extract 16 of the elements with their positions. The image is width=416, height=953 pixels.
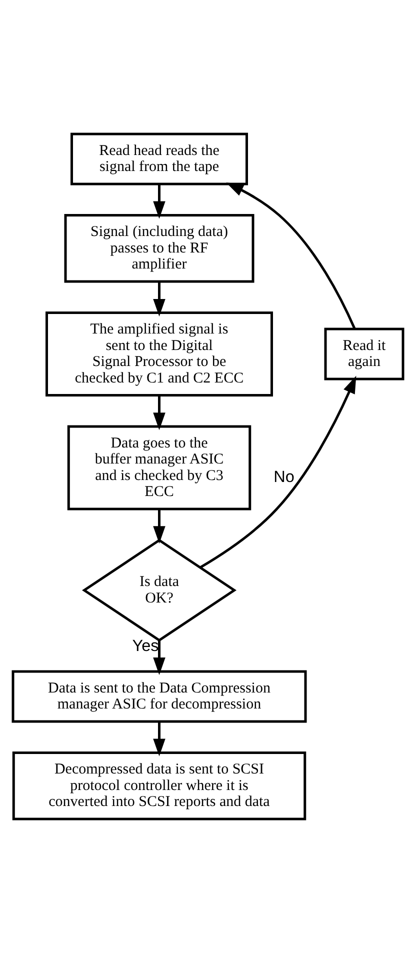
- node-box: Read head reads the signal from the tape: [70, 132, 248, 186]
- node-box: Data is sent to the Data Compression manager ASIC for decompression: [12, 670, 307, 723]
- arrow: [153, 722, 166, 756]
- arrow: [200, 376, 356, 568]
- edge-label: No: [274, 468, 294, 486]
- arrow: [153, 282, 166, 316]
- arrow: [153, 395, 166, 430]
- arrow: [153, 509, 166, 544]
- arrow: [153, 184, 166, 219]
- node-box: Read it again: [324, 328, 404, 380]
- node-box: Decompressed data is sent to SCSI protocol controller where it is converted into SCSI reports and data: [12, 752, 306, 820]
- node-box: Data goes to the buffer manager ASIC and is checked by C3 ECC: [67, 425, 252, 510]
- node-box: The amplified signal is sent to the Digital Signal Processor to be checked by C1 and C2 ECC: [46, 312, 273, 396]
- arrow: [153, 640, 166, 675]
- arrow: [226, 182, 356, 330]
- node-box: Signal (including data) passes to the RF amplifier: [64, 214, 254, 283]
